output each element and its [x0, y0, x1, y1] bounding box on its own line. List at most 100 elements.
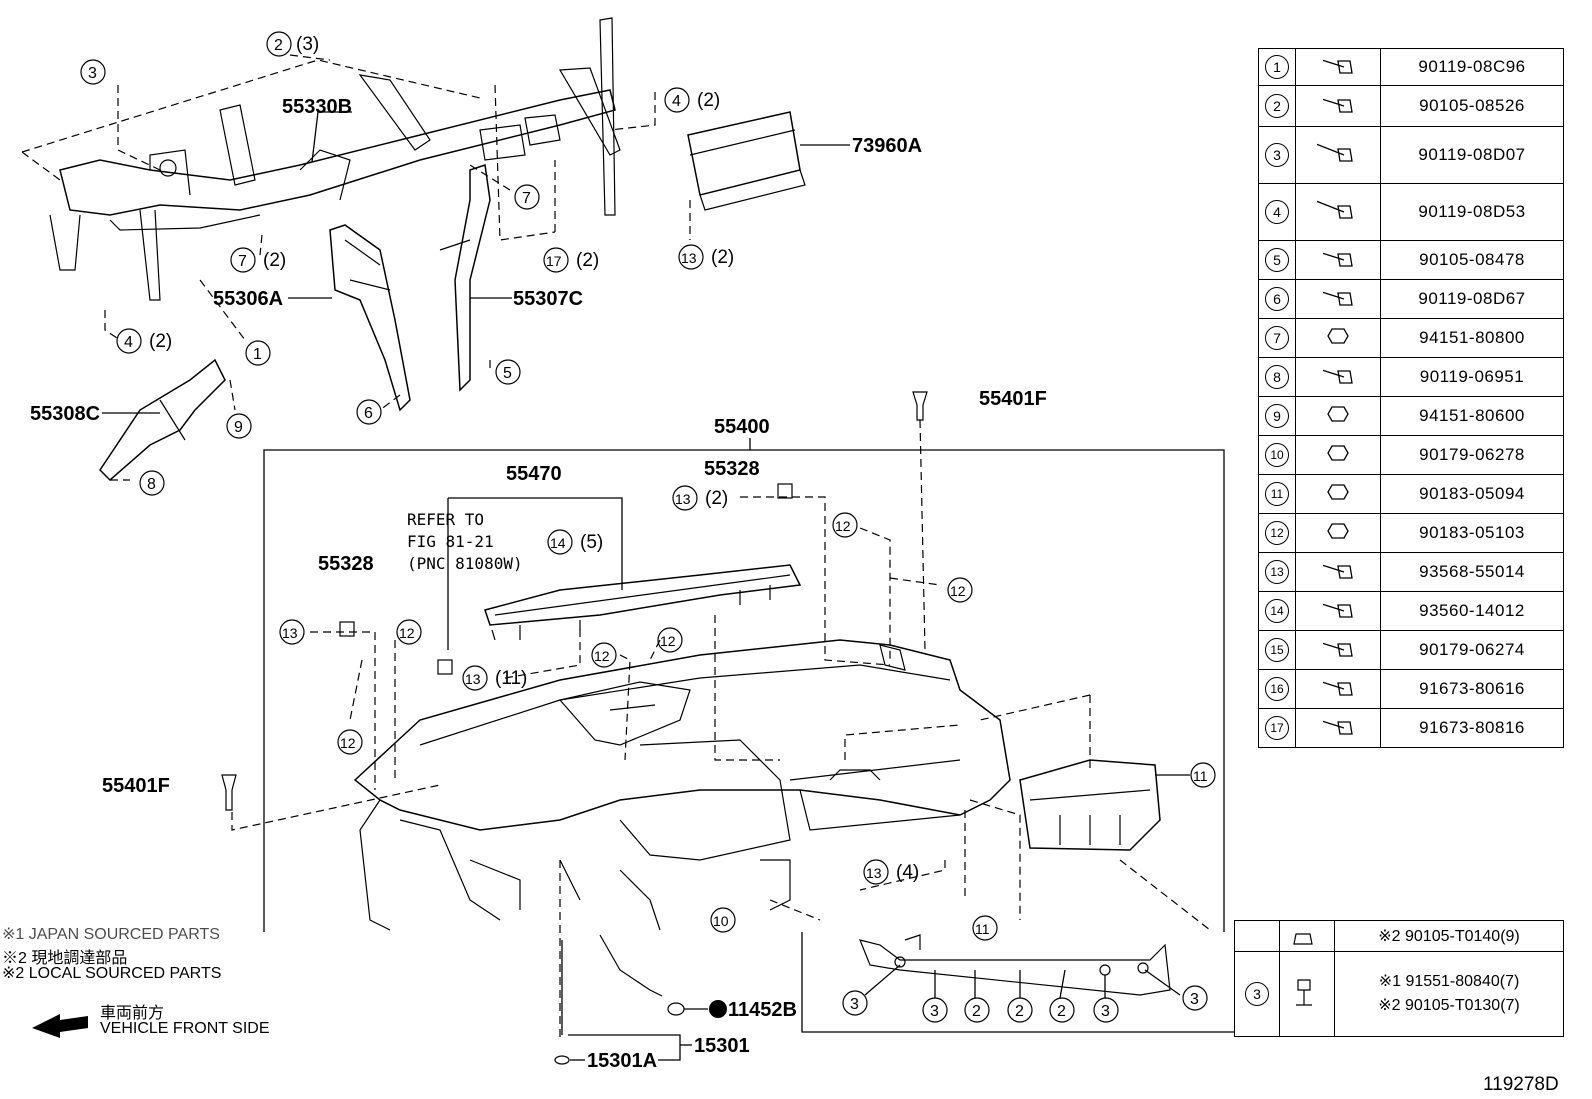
fastener-icon-cell — [1295, 85, 1381, 127]
label-55307C: 55307C — [513, 288, 583, 310]
part-number: 93560-14012 — [1380, 591, 1564, 631]
fastener-icon-cell — [1295, 708, 1381, 748]
index-circle: 6 — [1265, 287, 1289, 311]
nut-clip-icon — [1327, 522, 1349, 539]
svg-text:11: 11 — [1193, 768, 1208, 784]
qty-c17: (2) — [576, 250, 599, 271]
bolt-icon — [1322, 291, 1353, 306]
part-number: 90183-05094 — [1380, 474, 1564, 514]
part-number: 90179-06274 — [1380, 630, 1564, 670]
svg-text:12: 12 — [340, 735, 356, 751]
legend-line-1: ※1 JAPAN SOURCED PARTS — [2, 926, 220, 943]
front-label-en: VEHICLE FRONT SIDE — [100, 1020, 270, 1037]
bolt-icon — [1322, 642, 1353, 657]
fastener-icon-cell — [1295, 630, 1381, 670]
parts-row-index: 7 — [1258, 318, 1296, 358]
index-circle: 8 — [1265, 365, 1289, 389]
part-number: 94151-80800 — [1380, 318, 1564, 358]
part-number: 90183-05103 — [1380, 513, 1564, 553]
svg-text:2: 2 — [972, 1003, 981, 1020]
index-circle: 1 — [1265, 55, 1289, 79]
part-number: 90119-08D67 — [1380, 279, 1564, 319]
qty-c2: (3) — [296, 34, 319, 55]
bolt-icon — [1322, 720, 1353, 735]
qty-c14: (5) — [580, 532, 603, 553]
svg-text:2: 2 — [1015, 1003, 1024, 1020]
parts-row-index: 2 — [1258, 85, 1296, 127]
label-15301A: 15301A — [587, 1050, 657, 1072]
svg-text:3: 3 — [1101, 1003, 1110, 1020]
parts-table-row: 8 90119-06951 — [1258, 357, 1564, 397]
lower-tray-frame — [801, 932, 1234, 1033]
legend-line-3: ※2 LOCAL SOURCED PARTS — [2, 965, 222, 982]
part-number: 90119-08C96 — [1380, 48, 1564, 86]
label-11452B: 11452B — [728, 999, 797, 1021]
bolt-icon — [1322, 98, 1353, 113]
bolt-icon — [1322, 603, 1353, 618]
parts-table-row: 3 90119-08D07 — [1258, 126, 1564, 184]
index-circle: 12 — [1265, 521, 1289, 545]
fastener-icon-cell — [1295, 183, 1381, 241]
parts-table-row: 12 90183-05103 — [1258, 513, 1564, 553]
bottom-row2-line1: ※1 91551-80840(7) — [1378, 973, 1520, 990]
svg-text:10: 10 — [713, 913, 729, 929]
qty-c13c: (11) — [495, 668, 527, 689]
index-circle: 9 — [1265, 404, 1289, 428]
svg-text:13: 13 — [681, 250, 697, 266]
svg-text:17: 17 — [546, 253, 562, 269]
qty-c4b: (2) — [149, 331, 172, 352]
label-73960A: 73960A — [852, 135, 922, 157]
svg-text:7: 7 — [522, 190, 531, 207]
fastener-icon-cell — [1295, 474, 1381, 514]
svg-text:3: 3 — [1190, 991, 1199, 1008]
fastener-icon-cell — [1295, 591, 1381, 631]
part-number: 91673-80616 — [1380, 669, 1564, 709]
svg-text:3: 3 — [850, 996, 859, 1013]
svg-text:13: 13 — [675, 491, 691, 507]
label-55308C: 55308C — [30, 403, 100, 425]
clip-55328-right — [777, 483, 793, 499]
part-number: 90119-06951 — [1380, 357, 1564, 397]
svg-text:7: 7 — [238, 253, 247, 270]
svg-text:3: 3 — [88, 65, 97, 82]
parts-table-row: 2 90105-08526 — [1258, 85, 1564, 127]
fastener-icon-cell — [1295, 396, 1381, 436]
svg-text:9: 9 — [234, 419, 243, 436]
reinforcement-frame-55330B — [21, 17, 621, 301]
svg-text:12: 12 — [594, 648, 610, 664]
svg-text:12: 12 — [399, 625, 415, 641]
svg-text:13: 13 — [465, 671, 481, 687]
parts-table-row: 1 90119-08C96 — [1258, 48, 1564, 86]
qty-c4: (2) — [697, 90, 720, 111]
label-55400: 55400 — [714, 416, 770, 438]
index-circle: 13 — [1265, 560, 1289, 584]
bolt-icon — [1322, 252, 1353, 267]
front-arrow-icon — [32, 1014, 88, 1038]
part-number: 90119-08D53 — [1380, 183, 1564, 241]
index-circle: 16 — [1265, 677, 1289, 701]
diagram-id: 119278D — [1483, 1074, 1559, 1095]
fastener-icon-cell — [1295, 513, 1381, 553]
refer-line-3: (PNC 81080W) — [407, 554, 523, 573]
svg-text:2: 2 — [274, 37, 283, 54]
fastener-icon-cell — [1295, 279, 1381, 319]
svg-text:12: 12 — [950, 583, 966, 599]
index-circle: 4 — [1265, 200, 1289, 224]
duct-55470 — [447, 497, 802, 650]
svg-text:1: 1 — [253, 346, 262, 363]
bottom-row2-line2: ※2 90105-T0130(7) — [1378, 997, 1520, 1014]
parts-row-index: 10 — [1258, 435, 1296, 475]
fastener-icon-cell — [1295, 318, 1381, 358]
part-number: 90105-08526 — [1380, 85, 1564, 127]
part-number: 90119-08D07 — [1380, 126, 1564, 184]
lower-tray — [859, 934, 1181, 999]
qty-c13d: (4) — [896, 862, 919, 883]
parts-table-row: 4 90119-08D53 — [1258, 183, 1564, 241]
svg-text:12: 12 — [835, 518, 851, 534]
index-circle: 3 — [1265, 143, 1289, 167]
parts-table-row: 6 90119-08D67 — [1258, 279, 1564, 319]
